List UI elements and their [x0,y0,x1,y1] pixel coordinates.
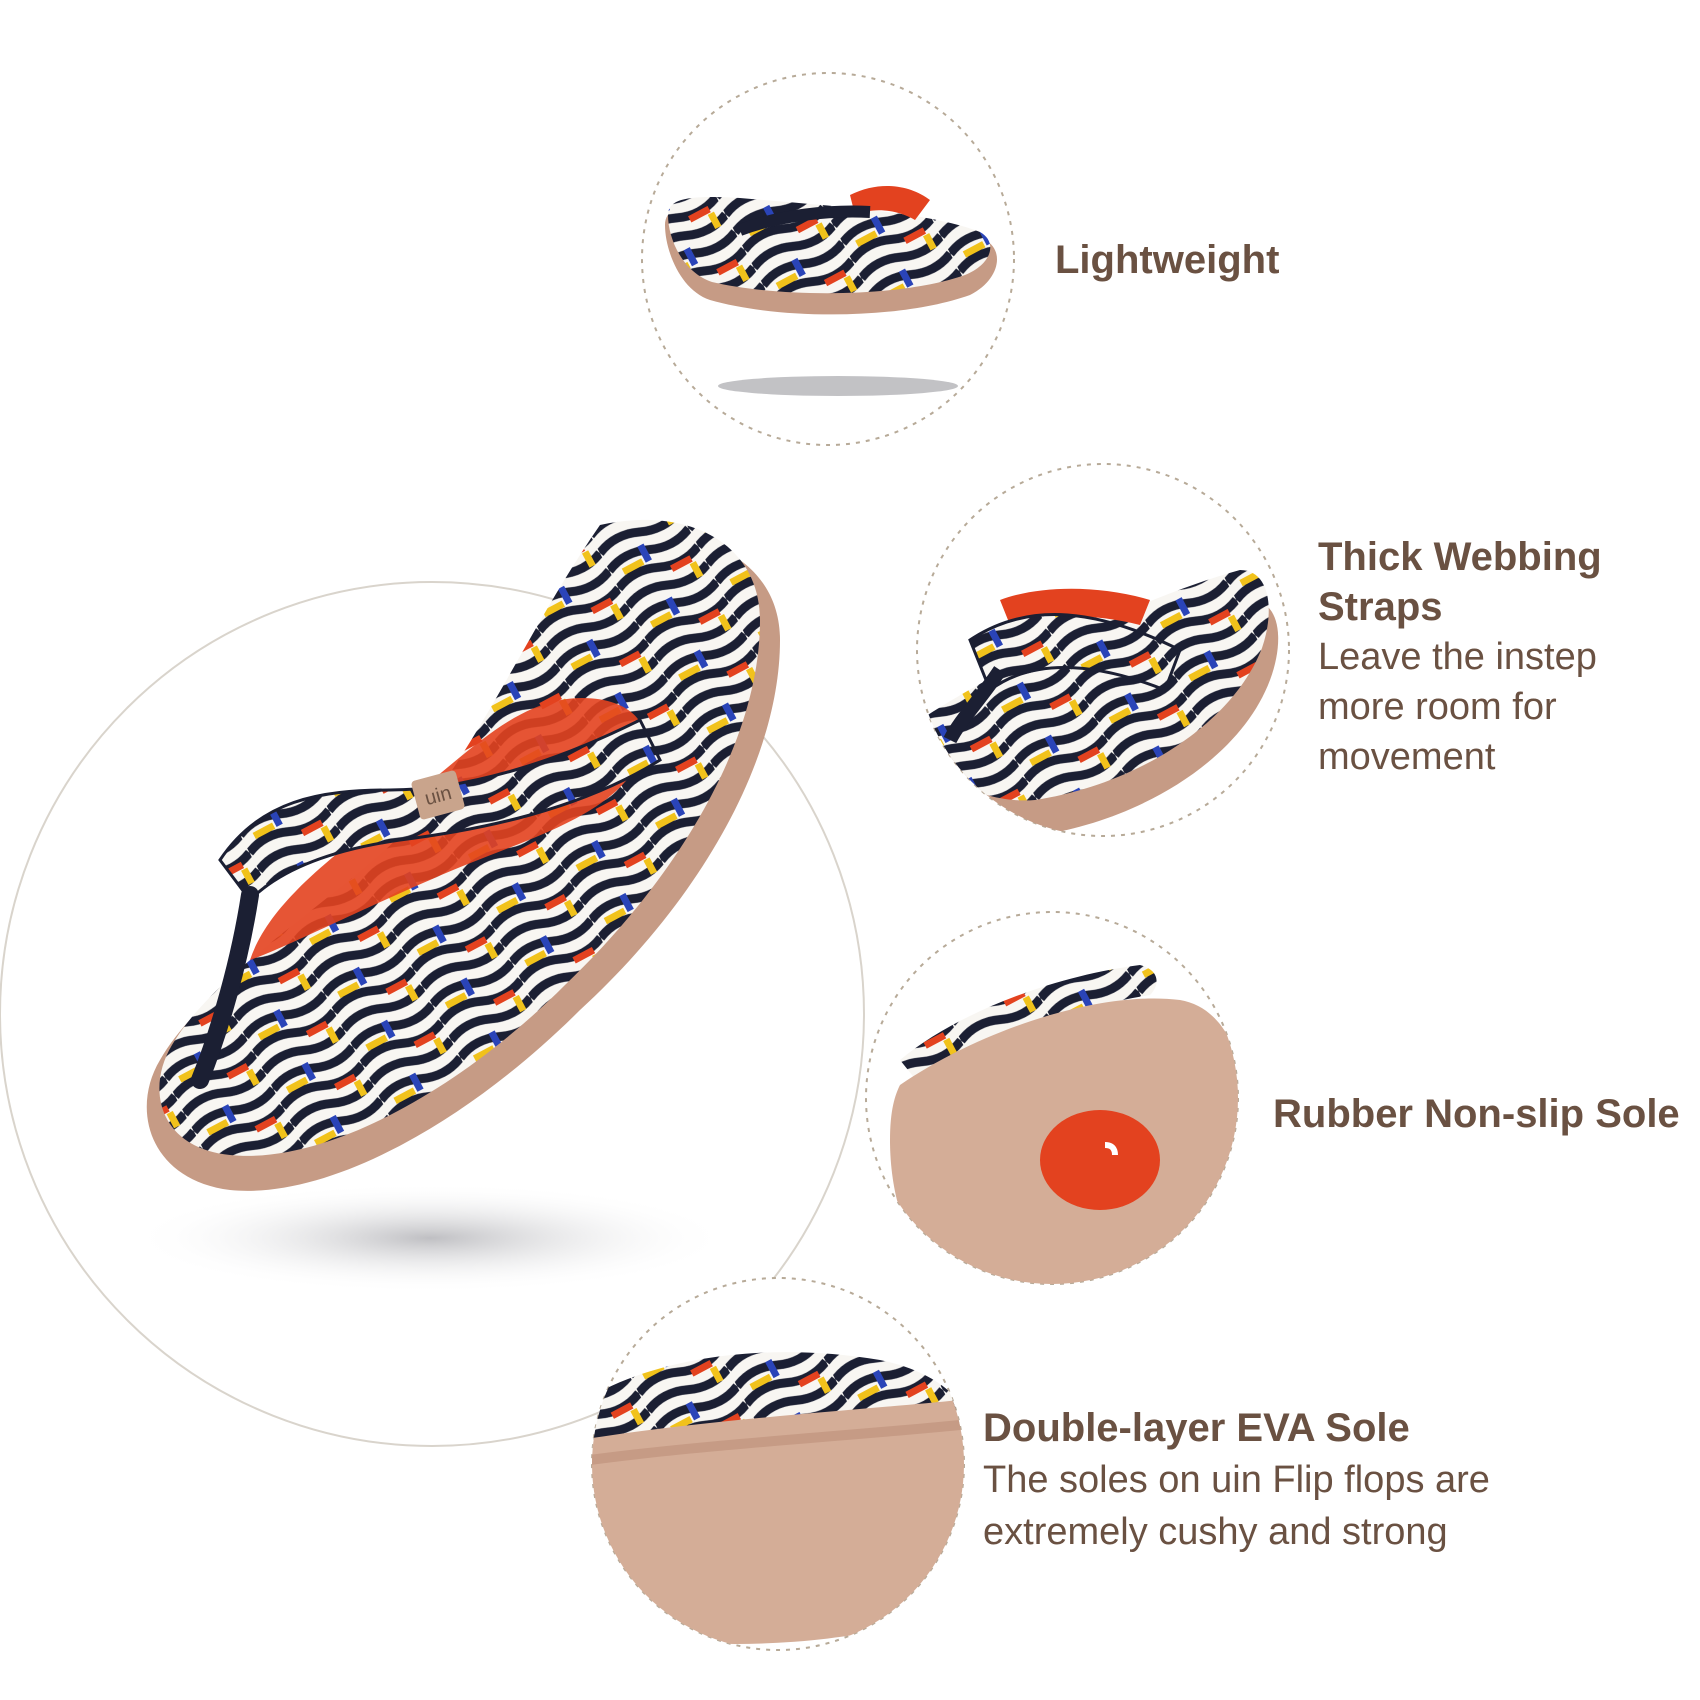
eva-sandal-sole [592,1400,964,1644]
eva-sandal-upper [592,1352,960,1450]
webbing-strap [968,613,1182,693]
feature-desc-eva: The soles on uin Flip flops are extremel… [983,1459,1490,1553]
feature-circle-webbing [916,463,1290,837]
feature-circle-rubber [865,911,1239,1285]
main-sandal-shadow [130,1183,730,1293]
main-sandal-image: uin [130,519,780,1293]
feature-title-eva: Double-layer EVA Sole [983,1406,1410,1450]
main-sandal-toe-post [191,886,259,1089]
webbing-sandal-footbed [918,570,1269,801]
feature-title-lightweight: Lightweight [1055,238,1280,282]
floating-shadow [718,376,958,396]
feature-title-webbing: Thick Webbing Straps [1318,535,1602,629]
feature-desc-webbing: Leave the instep more room for movement [1318,636,1597,778]
brand-tag [411,770,465,820]
feature-circle-eva [591,1277,965,1651]
feature-title-rubber: Rubber Non-slip Sole [1273,1092,1680,1136]
rubber-heel-pad [1040,1110,1160,1210]
feature-circle-lightweight [641,72,1015,446]
